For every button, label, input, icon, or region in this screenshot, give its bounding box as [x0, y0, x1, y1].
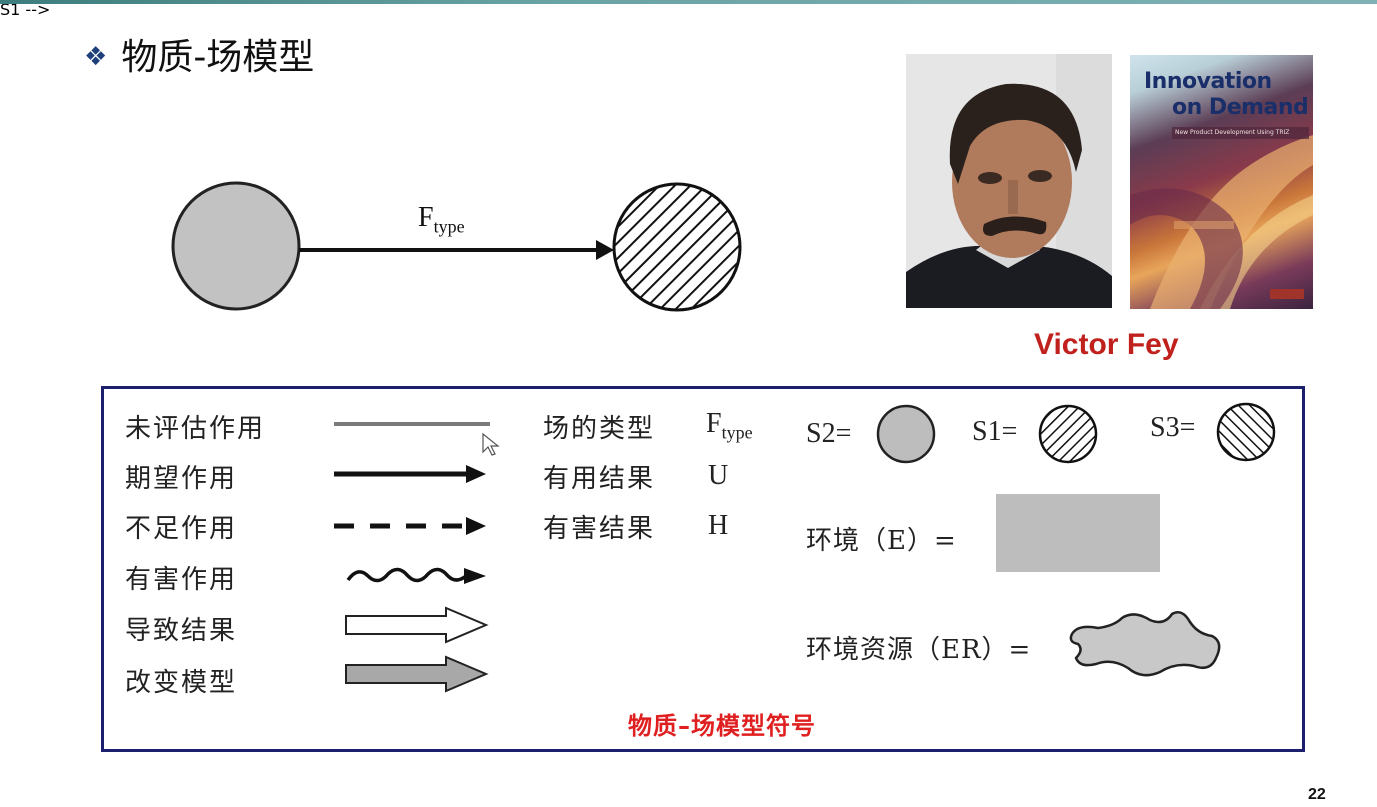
su-field-diagram: [171, 181, 742, 312]
person-photo: [906, 54, 1112, 308]
hollow-block-arrow-icon: [345, 606, 489, 644]
substance-s3-label: S3=: [1150, 412, 1196, 443]
gray-block-arrow-icon: [345, 655, 489, 693]
legend-box: [101, 386, 1305, 752]
slide-top-bar: [0, 0, 1377, 4]
legend-label-field-type: 场的类型: [543, 414, 656, 444]
forward-hatched-circle-icon: [1216, 402, 1276, 462]
force-label-sub: type: [433, 216, 465, 237]
mouse-cursor-icon: [482, 432, 500, 456]
legend-label-harmful-result: 有害结果: [543, 514, 656, 544]
legend-caption: 物质–场模型符号: [628, 712, 816, 740]
force-label: Ftype: [418, 202, 465, 238]
substance-s1-hatched-circle: [612, 182, 742, 312]
environment-label: 环境（E）=: [806, 526, 957, 556]
book-publisher-logo: [1270, 289, 1304, 299]
symbol-field-type: Ftype: [706, 408, 753, 444]
legend-substance-symbols: [876, 402, 1276, 464]
wavy-arrow-icon: [346, 567, 486, 584]
slide-title: ❖ 物质-场模型: [84, 28, 314, 80]
substance-s2-circle: [171, 181, 301, 311]
symbol-useful: U: [708, 460, 729, 491]
portrait-image: [906, 54, 1112, 308]
environment-resource-label: 环境资源（ER）=: [806, 635, 1032, 665]
book-author-band: [1174, 221, 1234, 229]
legend-label-desired: 期望作用: [125, 464, 238, 494]
force-label-main: F: [418, 202, 434, 233]
symbol-harmful: H: [708, 510, 729, 541]
legend-label-useful-result: 有用结果: [543, 464, 656, 494]
page-number: 22: [1308, 786, 1326, 803]
book-title-line1: Innovation: [1144, 69, 1272, 94]
book-title-line2: on Demand: [1172, 95, 1309, 120]
back-hatched-circle-icon: [1038, 404, 1098, 464]
slide-title-text: 物质-场模型: [121, 37, 315, 78]
symbol-field-type-sub: type: [721, 422, 753, 443]
symbol-field-type-main: F: [706, 408, 722, 439]
book-subtitle: New Product Development Using TRIZ: [1172, 127, 1309, 139]
dashed-arrow-icon: [334, 517, 486, 535]
diamond-cluster-icon: ❖: [84, 42, 108, 72]
book-cover-image: Innovation on Demand New Product Develop…: [1130, 55, 1313, 309]
environment-resource-blob-icon: [1069, 611, 1221, 677]
legend-arrow-symbols: [334, 422, 490, 693]
person-name: Victor Fey: [1034, 328, 1179, 361]
legend-label-change-model: 改变模型: [125, 668, 238, 698]
gray-circle-icon: [876, 404, 936, 464]
force-arrowhead: [596, 240, 614, 260]
legend-label-unevaluated: 未评估作用: [125, 414, 266, 444]
legend-label-harmful: 有害作用: [125, 565, 238, 595]
substance-s1-label: S1=: [972, 416, 1018, 447]
legend-label-leads-to: 导致结果: [125, 616, 238, 646]
substance-s2-label: S2=: [806, 418, 852, 449]
legend-label-insufficient: 不足作用: [125, 514, 238, 544]
solid-arrow-icon: [334, 465, 486, 483]
environment-gray-rectangle: [996, 494, 1160, 572]
